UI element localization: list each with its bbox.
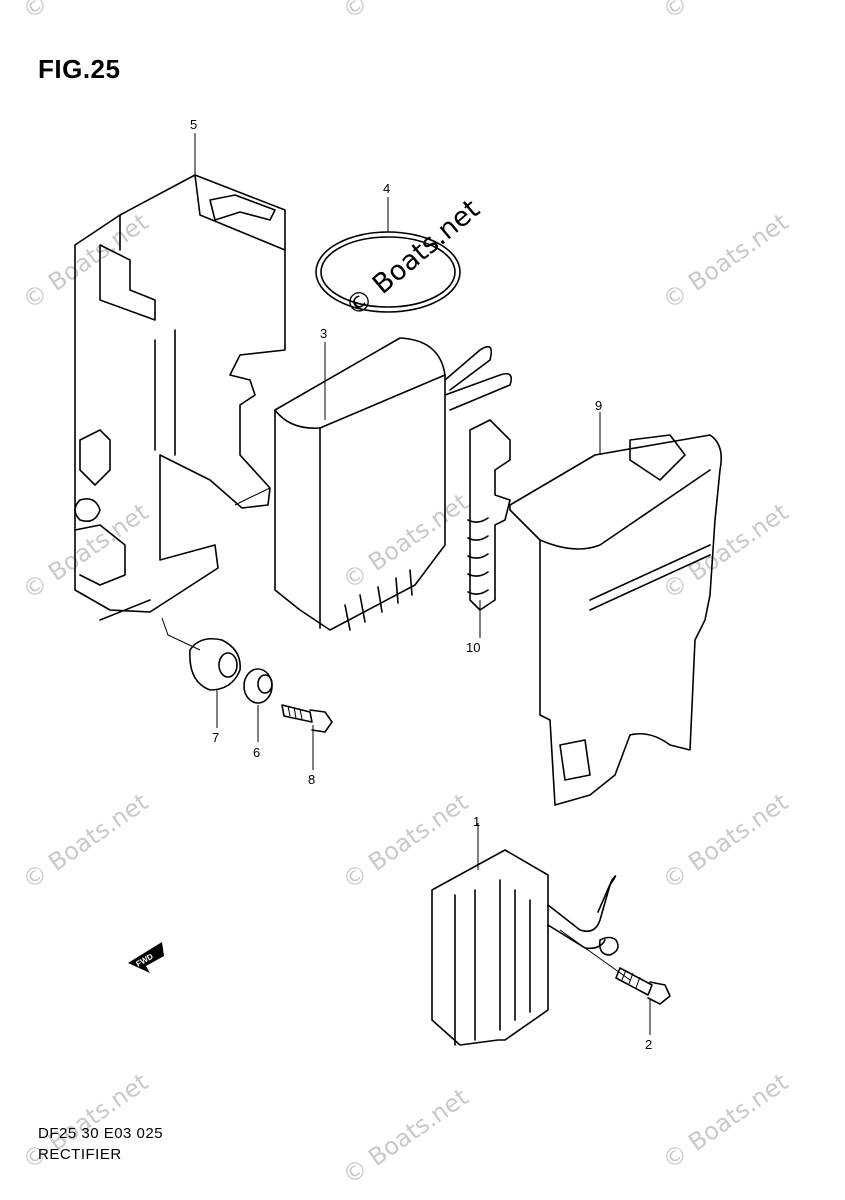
part-5-bracket <box>74 174 286 621</box>
leader-lines <box>161 133 651 1035</box>
part-1-rectifier <box>431 849 631 1046</box>
callout-1: 1 <box>473 814 480 829</box>
callout-3: 3 <box>320 326 327 341</box>
part-10-clip <box>467 419 511 611</box>
watermark: © Boats.net <box>657 208 793 315</box>
watermark: © Boats.net <box>17 788 153 895</box>
part-8-bolt <box>281 704 333 733</box>
figure-title: FIG.25 <box>38 54 121 84</box>
watermark: © Boats.net <box>657 0 793 25</box>
callout-2: 2 <box>645 1037 652 1052</box>
footer-figure-code: DF25 30 E03 025 <box>38 1125 164 1142</box>
callout-6: 6 <box>253 745 260 760</box>
watermark: © Boats.net <box>657 788 793 895</box>
watermark: © Boats.net <box>337 1083 473 1190</box>
watermark: © Boats.net <box>17 208 153 315</box>
callout-7: 7 <box>212 730 219 745</box>
callout-8: 8 <box>308 772 315 787</box>
part-3-unit <box>274 337 513 631</box>
callout-5: 5 <box>190 117 197 132</box>
part-2-bolt <box>615 967 671 1005</box>
callout-4: 4 <box>383 181 390 196</box>
watermark: © Boats.net <box>17 0 153 25</box>
footer-figure-name: RECTIFIER <box>38 1146 122 1163</box>
watermark: © Boats.net <box>17 498 153 605</box>
callout-numbers: 5 4 3 9 10 7 6 8 1 2 <box>190 117 652 1052</box>
part-6-collar <box>243 668 273 704</box>
watermark: © Boats.net <box>337 488 473 595</box>
watermark: © Boats.net <box>657 498 793 605</box>
fwd-arrow-icon: FWD <box>128 942 164 973</box>
part-9-cover <box>509 434 723 806</box>
watermark: © Boats.net <box>657 1068 793 1175</box>
part-7-grommet <box>189 637 241 691</box>
watermark: © Boats.net <box>337 0 473 25</box>
callout-9: 9 <box>595 398 602 413</box>
part-4-band: © Boats.net <box>315 194 486 323</box>
watermark-layer: © Boats.net © Boats.net © Boats.net © Bo… <box>17 0 793 1190</box>
callout-10: 10 <box>466 640 480 655</box>
